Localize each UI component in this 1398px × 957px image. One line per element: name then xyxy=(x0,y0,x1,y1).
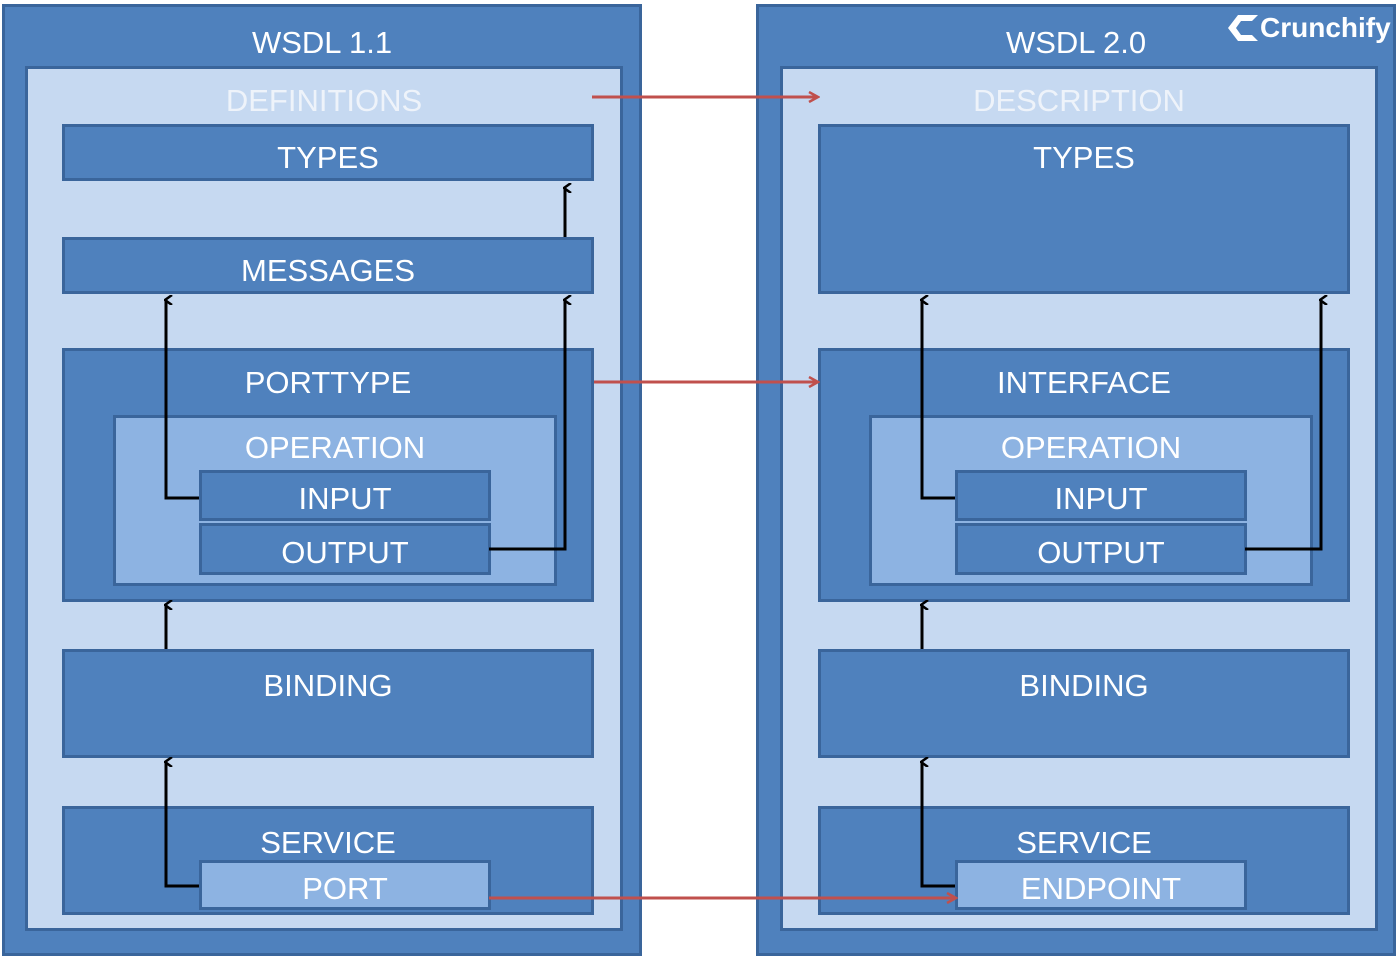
wsdl20-binding-box: BINDING xyxy=(818,649,1350,758)
service-label: SERVICE xyxy=(260,825,396,860)
description-label: DESCRIPTION xyxy=(973,83,1185,118)
wsdl20-input-box: INPUT xyxy=(955,470,1247,521)
wsdl20-endpoint-box: ENDPOINT xyxy=(955,860,1247,910)
operation-label: OPERATION xyxy=(244,430,426,465)
wsdl20-types-box: TYPES xyxy=(818,124,1350,294)
crunchify-logo-icon xyxy=(1228,15,1258,41)
operation-label: OPERATION xyxy=(1000,430,1182,465)
endpoint-label: ENDPOINT xyxy=(1020,871,1182,906)
types-label: TYPES xyxy=(1033,140,1135,175)
wsdl11-port-box: PORT xyxy=(199,860,491,910)
wsdl11-input-box: INPUT xyxy=(199,470,491,521)
binding-label: BINDING xyxy=(1019,668,1149,703)
interface-label: INTERFACE xyxy=(997,365,1171,400)
types-label: TYPES xyxy=(277,140,379,175)
wsdl11-types-box: TYPES xyxy=(62,124,594,181)
definitions-label: DEFINITIONS xyxy=(225,83,423,118)
wsdl11-output-box: OUTPUT xyxy=(199,523,491,575)
output-label: OUTPUT xyxy=(281,535,409,570)
service-label: SERVICE xyxy=(1016,825,1152,860)
binding-label: BINDING xyxy=(263,668,393,703)
logo-text: Crunchify xyxy=(1260,12,1391,43)
wsdl11-title: WSDL 1.1 xyxy=(251,25,393,60)
input-label: INPUT xyxy=(298,481,392,516)
wsdl11-messages-box: MESSAGES xyxy=(62,237,594,294)
wsdl20-output-box: OUTPUT xyxy=(955,523,1247,575)
crunchify-logo: Crunchify xyxy=(1222,8,1394,48)
wsdl20-title: WSDL 2.0 xyxy=(1005,25,1147,60)
port-label: PORT xyxy=(302,871,388,906)
wsdl11-binding-box: BINDING xyxy=(62,649,594,758)
porttype-label: PORTTYPE xyxy=(244,365,412,400)
output-label: OUTPUT xyxy=(1037,535,1165,570)
input-label: INPUT xyxy=(1054,481,1148,516)
messages-label: MESSAGES xyxy=(241,253,415,288)
